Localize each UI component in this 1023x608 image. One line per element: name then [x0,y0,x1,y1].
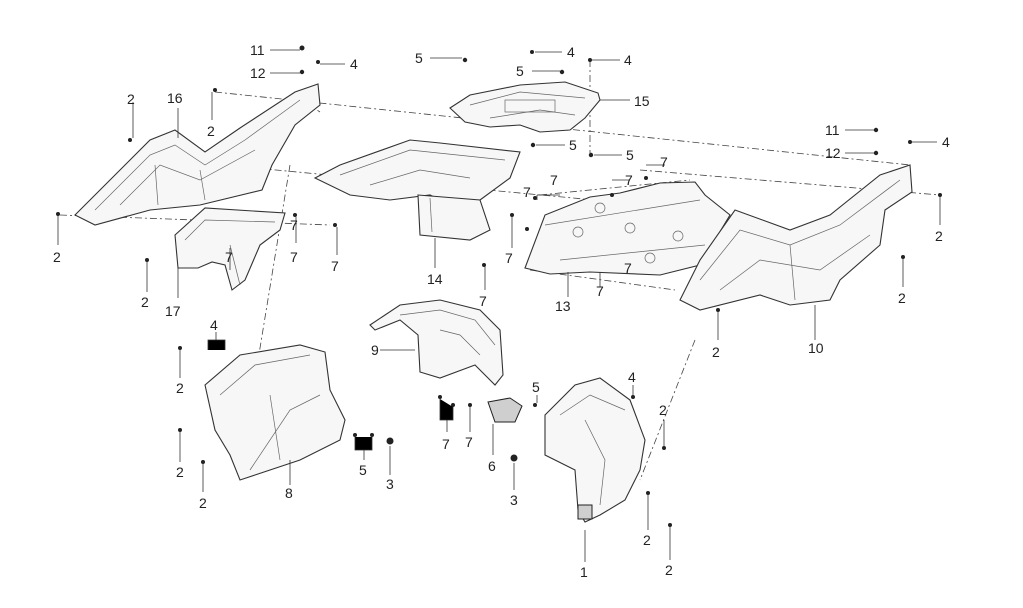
callout-5: 5 [569,137,577,153]
callout-7: 7 [596,283,604,299]
callout-8: 8 [285,485,293,501]
callout-3: 3 [510,492,518,508]
callout-4: 4 [350,56,358,72]
callout-11: 11 [825,122,840,138]
callout-7: 7 [624,260,632,276]
callout-2: 2 [53,249,61,265]
callout-7: 7 [625,172,633,188]
part-16-left-fender [74,83,321,226]
callout-11: 11 [250,42,265,58]
callout-5: 5 [359,462,367,478]
callout-3: 3 [386,476,394,492]
callout-2: 2 [659,402,667,418]
callout-2: 2 [643,532,651,548]
callout-9: 9 [371,342,379,358]
callout-6: 6 [488,458,496,474]
part-8-left-lower-panel [204,344,346,481]
callout-2: 2 [665,562,673,578]
part-15-rack [449,81,601,133]
callout-7: 7 [290,217,298,233]
callout-4: 4 [628,369,636,385]
fasteners [56,45,942,527]
callout-7: 7 [442,436,450,452]
callout-7: 7 [479,293,487,309]
callout-10: 10 [808,340,824,356]
callout-5: 5 [516,63,524,79]
callout-12: 12 [825,145,841,161]
callout-2: 2 [127,91,135,107]
callout-7: 7 [523,184,531,200]
leader-lines [57,49,941,562]
callout-4: 4 [942,134,950,150]
callout-7: 7 [660,154,668,170]
callout-4: 4 [624,52,632,68]
callout-2: 2 [199,495,207,511]
part-10-right-fender [679,164,913,311]
callout-2: 2 [898,290,906,306]
callout-12: 12 [250,65,266,81]
callout-5: 5 [626,147,634,163]
callout-16: 16 [167,90,183,106]
part-9-splash-guard [369,299,504,386]
callout-5: 5 [415,50,423,66]
part-13-rear-panel [524,181,731,276]
callout-4: 4 [210,317,218,333]
callout-7: 7 [331,258,339,274]
callout-17: 17 [165,303,181,319]
callout-7: 7 [550,172,558,188]
callout-7: 7 [225,249,233,265]
callout-7: 7 [465,434,473,450]
callout-2: 2 [935,228,943,244]
callout-4: 4 [567,44,575,60]
part-1-right-lower-panel [544,377,646,523]
part-6-bracket [487,397,523,423]
callout-2: 2 [207,123,215,139]
part-14-storage-box [313,139,521,241]
callout-2: 2 [176,380,184,396]
callout-2: 2 [712,344,720,360]
callout-7: 7 [290,249,298,265]
callout-5: 5 [532,379,540,395]
callout-7: 7 [505,250,513,266]
callout-14: 14 [427,271,443,287]
callout-2: 2 [176,464,184,480]
callout-1: 1 [580,564,588,580]
callout-13: 13 [555,298,571,314]
callout-15: 15 [634,93,650,109]
callout-labels: 11 12 4 16 2 2 2 2 17 7 7 7 7 5 4 5 4 15… [53,42,950,580]
callout-2: 2 [141,294,149,310]
